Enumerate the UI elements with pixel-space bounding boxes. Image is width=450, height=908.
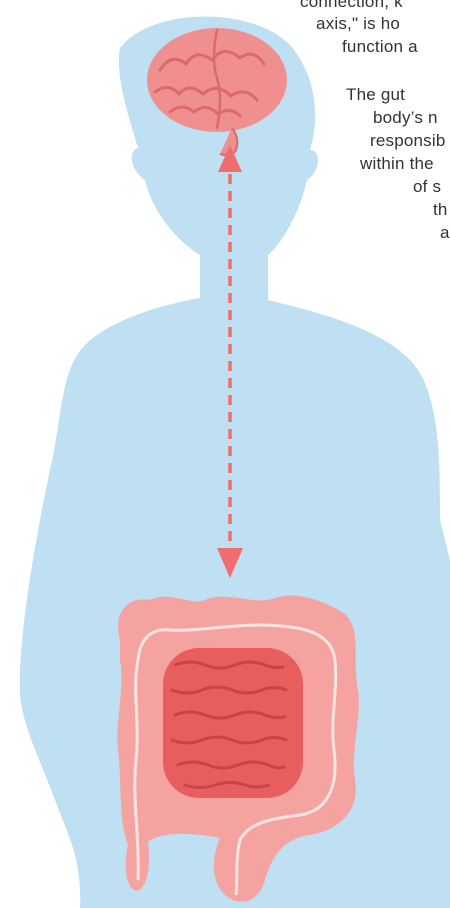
paragraph-line-4: The gut	[346, 85, 405, 105]
paragraph-line-6: responsib	[370, 131, 446, 151]
paragraph-line-1: connection, k	[300, 0, 403, 12]
paragraph-line-3: function a	[342, 37, 418, 57]
paragraph-line-8: of s	[413, 177, 441, 197]
paragraph-line-7: within the	[360, 154, 434, 174]
paragraph-line-10: a	[440, 223, 450, 243]
paragraph-line-9: th	[433, 200, 448, 220]
paragraph-line-5: body’s n	[373, 108, 438, 128]
paragraph-line-2: axis," is ho	[316, 14, 400, 34]
